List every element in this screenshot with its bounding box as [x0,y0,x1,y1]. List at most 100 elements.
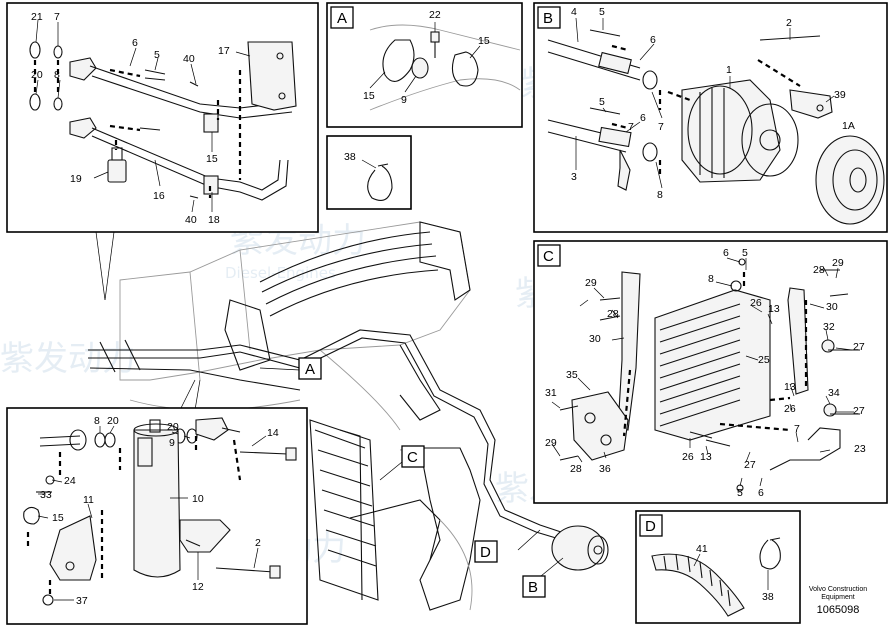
callout-2: 2 [786,17,792,29]
callout-12: 12 [192,581,204,593]
detail-receiver-drier: 8 20 20 9 14 24 33 15 11 10 2 12 37 [6,407,308,625]
callout-20: 20 [31,69,43,81]
callout-18: 18 [208,214,220,226]
callout-29: 29 [545,437,557,449]
callout-23: 23 [854,443,866,455]
callout-19: 19 [70,173,82,185]
callout-13: 13 [784,381,796,393]
callout-6: 6 [723,247,729,259]
tag-a-main: A [298,357,322,380]
callout-24: 24 [64,475,76,487]
callout-8: 8 [94,415,100,427]
callout-37: 37 [76,595,88,607]
callout-20: 20 [107,415,119,427]
callout-29: 29 [585,277,597,289]
callout-5: 5 [599,6,605,18]
callout-9: 9 [169,437,175,449]
callout-27: 27 [744,459,756,471]
callout-28: 28 [570,463,582,475]
panel-a-tag: A [337,10,347,27]
callout-29: 29 [832,257,844,269]
callout-26: 26 [784,403,796,415]
tag-a-label: A [305,361,315,378]
callout-30: 30 [589,333,601,345]
detail-panel-b: B [533,2,888,233]
callout-16: 16 [153,190,165,202]
footer-company-line2: Equipment [821,594,855,601]
callout-40: 40 [183,53,195,65]
tag-b-label: B [528,579,538,596]
document-number: 1065098 [817,604,860,616]
tag-d-main: D [474,540,498,563]
footer-company: Volvo Construction [809,586,867,593]
callout-40: 40 [185,214,197,226]
callout-1: 1 [726,64,732,76]
callout-9: 9 [401,94,407,106]
machine-overview [88,221,609,611]
callout-28: 28 [813,264,825,276]
callout-6: 6 [132,37,138,49]
callout-15: 15 [478,35,490,47]
callout-21: 21 [31,11,43,23]
callout-10: 10 [192,493,204,505]
callout-2: 2 [255,537,261,549]
callout-8: 8 [708,273,714,285]
callout-5: 5 [599,96,605,108]
callout-15: 15 [206,153,218,165]
detail-hose-routing: 21 7 20 8 6 5 40 17 15 19 16 40 18 [6,2,319,233]
watermark-subtext: Diesel-Engines [225,264,336,282]
callout-26: 26 [750,297,762,309]
callout-5: 5 [742,247,748,259]
callout-31: 31 [545,387,557,399]
tag-b-main: B [522,575,546,598]
callout-20: 20 [167,421,179,433]
panel-d-tag: D [645,518,656,535]
callout-27: 27 [853,341,865,353]
panel-b-tag: B [543,10,553,27]
callout-6: 6 [640,112,646,124]
detail-panel-d: D 41 38 [635,510,801,624]
callout-33: 33 [40,489,52,501]
callout-28: 28 [607,308,619,320]
watermark-text: 紫发动力 [0,339,136,379]
callout-5: 5 [154,49,160,61]
callout-26b: 26 [682,451,694,463]
footer-block: Volvo Construction Equipment 1065098 [809,586,867,616]
callout-38: 38 [762,591,774,603]
tag-c-label: C [407,449,418,466]
callout-5: 5 [737,487,743,499]
callout-34: 34 [828,387,840,399]
callout-27: 27 [853,405,865,417]
callout-6: 6 [650,34,656,46]
tag-d-label: D [480,544,491,561]
callout-13: 13 [768,303,780,315]
callout-7: 7 [794,423,800,435]
callout-6: 6 [758,487,764,499]
callout-32: 32 [823,321,835,333]
callout-4: 4 [571,6,577,18]
detail-panel-a: A 22 15 15 9 [326,2,523,128]
callout-1a: 1A [842,120,855,132]
callout-35: 35 [566,369,578,381]
callout-22: 22 [429,9,441,21]
callout-41: 41 [696,543,708,555]
callout-36: 36 [599,463,611,475]
panel-c-tag: C [543,248,554,265]
callout-15: 15 [363,90,375,102]
callout-7b: 7 [628,121,634,133]
detail-clamp-38: 38 [326,135,412,210]
tag-c-main: C [401,445,425,468]
callout-3: 3 [571,171,577,183]
callout-8: 8 [657,189,663,201]
callout-30: 30 [826,301,838,313]
callout-7: 7 [54,11,60,23]
callout-14: 14 [267,427,279,439]
detail-panel-c: C [533,240,888,504]
callout-38: 38 [344,151,356,163]
callout-25: 25 [758,354,770,366]
callout-7: 7 [658,121,664,133]
callout-11: 11 [83,494,94,506]
callout-8: 8 [54,69,60,81]
callout-39: 39 [834,89,846,101]
